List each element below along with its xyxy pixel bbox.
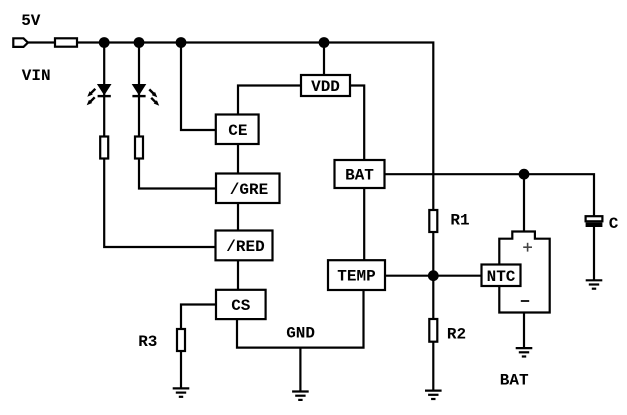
- svg-text:VIN: VIN: [22, 67, 51, 85]
- svg-text:5V: 5V: [21, 12, 41, 30]
- svg-text:TEMP: TEMP: [337, 268, 375, 286]
- svg-text:/RED: /RED: [226, 238, 264, 256]
- svg-text:R1: R1: [450, 212, 469, 230]
- svg-text:CE: CE: [228, 122, 247, 140]
- svg-text:BAT: BAT: [500, 372, 529, 390]
- svg-text:R2: R2: [447, 326, 466, 344]
- svg-text:CS: CS: [231, 297, 251, 315]
- svg-text:R3: R3: [138, 333, 157, 351]
- svg-text:GND: GND: [286, 325, 315, 343]
- svg-text:NTC: NTC: [487, 268, 516, 286]
- svg-text:C: C: [609, 215, 619, 233]
- svg-text:VDD: VDD: [311, 78, 340, 96]
- svg-text:BAT: BAT: [345, 167, 374, 185]
- svg-text:/GRE: /GRE: [230, 181, 268, 199]
